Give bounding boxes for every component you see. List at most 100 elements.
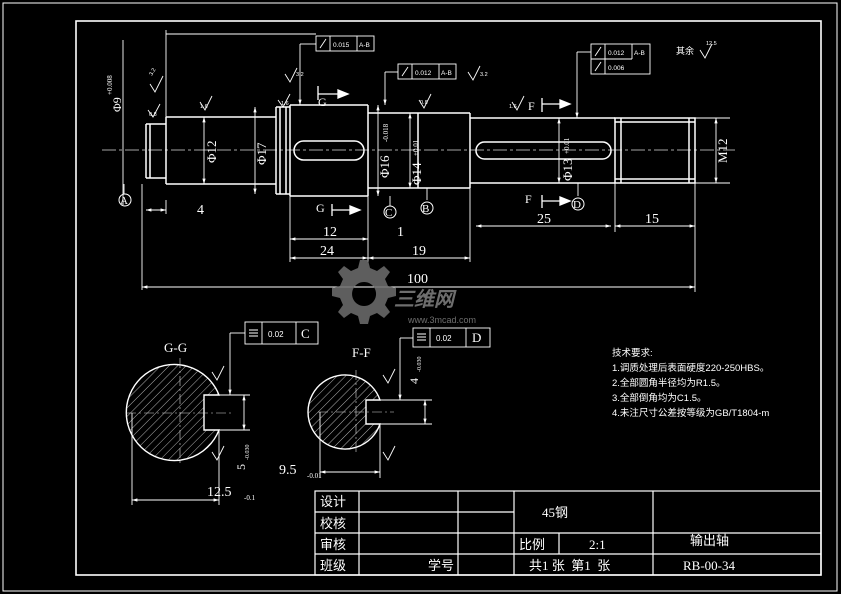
- dim-len-19: 19: [412, 244, 426, 259]
- roughness-label-1: 3.2: [149, 67, 158, 77]
- shaft-segment-d14: [368, 112, 471, 189]
- datum-a-label: A: [120, 195, 128, 207]
- datum-b-label: B: [422, 203, 429, 215]
- section-mark-f-top: F: [528, 99, 535, 113]
- dim-d16: Φ16: [377, 155, 392, 178]
- watermark-brand: 三维网: [394, 288, 457, 311]
- sec-g-width-tol: -0.1: [244, 494, 256, 502]
- shaft-segment-d9: [145, 123, 166, 179]
- frame3-value: 0.012: [608, 50, 625, 57]
- section-mark-f-bottom: F: [525, 192, 532, 206]
- title-drawing-no: RB-00-34: [683, 558, 736, 573]
- dim-len-100: 100: [407, 272, 428, 287]
- dim-d12: Φ12: [204, 140, 219, 163]
- frame-f-ref: D: [472, 330, 481, 345]
- title-class: 班级: [320, 558, 346, 573]
- section-mark-g-top: G: [318, 95, 327, 109]
- shaft-segment-d12: [165, 116, 276, 185]
- notes-item-4: 4.未注尺寸公差按等级为GB/T1804-m: [612, 407, 769, 419]
- thread-m12: [614, 117, 696, 184]
- dim-thread: M12: [715, 138, 730, 163]
- dim-d14-tol: +0.01: [412, 139, 420, 156]
- title-student-no: 学号: [428, 558, 454, 573]
- roughness-label-7: 3.2: [480, 72, 488, 78]
- section-gg-title: G-G: [164, 340, 187, 355]
- dim-len-4: 4: [197, 203, 204, 218]
- frame-g-value: 0.02: [268, 330, 284, 339]
- watermark-url: www.3mcad.com: [407, 315, 476, 325]
- section-mark-g-bottom: G: [316, 201, 325, 215]
- frame2-ref: A-B: [441, 70, 452, 77]
- dim-d9-tol: +0.008: [106, 75, 114, 95]
- shaft-segment-d17: [275, 106, 290, 195]
- sec-g-width: 12.5: [207, 485, 232, 500]
- dim-len-1: 1: [397, 225, 404, 240]
- gear-icon: [332, 260, 396, 324]
- title-design: 设计: [320, 494, 346, 509]
- title-review: 审核: [320, 537, 346, 552]
- dim-len-25: 25: [537, 212, 551, 227]
- title-scale-label: 比例: [519, 537, 545, 552]
- title-scale-value: 2:1: [589, 537, 606, 552]
- shaft-main-view: [102, 104, 735, 197]
- notes-item-3: 3.全部倒角均为C1.5。: [612, 392, 707, 404]
- datum-c-label: C: [385, 207, 392, 219]
- roughness-label-6: 0.8: [420, 100, 428, 106]
- title-material: 45钢: [542, 505, 568, 520]
- title-block: [314, 490, 822, 576]
- dim-len-12: 12: [323, 225, 337, 240]
- datum-d-label: D: [573, 199, 581, 211]
- frame-f-value: 0.02: [436, 334, 452, 343]
- roughness-label-2: 0.8: [149, 112, 157, 118]
- sec-f-key-tol: -0.030: [417, 357, 423, 373]
- sec-g-key: 5: [234, 464, 248, 470]
- frame-g-ref: C: [301, 326, 310, 341]
- sec-f-key: 4: [407, 378, 421, 384]
- dim-d16-tol: -0.018: [382, 123, 390, 142]
- roughness-label-3: 1.6: [200, 104, 208, 110]
- title-check: 校核: [320, 516, 346, 531]
- section-gg-outline: [125, 363, 221, 462]
- roughness-rest-value: 12.5: [706, 41, 717, 47]
- dim-d9: Φ9: [110, 97, 124, 112]
- section-ff-title: F-F: [352, 345, 371, 360]
- dim-len-15: 15: [645, 212, 659, 227]
- section-ff-view: [307, 337, 432, 478]
- roughness-rest-label: 其余: [676, 45, 694, 56]
- dim-d13: Φ13: [560, 158, 575, 181]
- roughness-label-4: 3.2: [296, 72, 304, 78]
- tolerance-frames: [244, 35, 651, 348]
- frame3b-value: 0.006: [608, 65, 625, 72]
- frame1-ref: A-B: [359, 42, 370, 49]
- dim-d14: Φ14: [409, 162, 424, 185]
- dim-d13-tol: +0.01: [563, 137, 571, 154]
- sec-g-key-tol: -0.030: [245, 445, 251, 461]
- tolerance-symbols: [249, 38, 602, 341]
- keyway-g: [293, 140, 365, 161]
- title-part-name: 输出轴: [690, 533, 729, 548]
- watermark: [332, 260, 396, 324]
- frame3-ref: A-B: [634, 50, 645, 57]
- roughness-label-8: 1.6: [509, 104, 517, 110]
- section-gg-view: [125, 332, 250, 505]
- notes-heading: 技术要求:: [612, 347, 653, 359]
- frame1-value: 0.015: [333, 42, 350, 49]
- shaft-segment-d16: [289, 104, 369, 197]
- shaft-segment-d13: [470, 117, 615, 184]
- dimension-lines: [122, 30, 730, 292]
- dim-d17: Φ17: [254, 142, 269, 165]
- sec-f-width: 9.5: [279, 463, 297, 478]
- keyway-f: [475, 141, 612, 160]
- section-cut-markers: [317, 86, 572, 216]
- sec-f-width-tol: -0.01: [307, 472, 322, 480]
- datum-symbols: [118, 193, 585, 219]
- title-sheets: 共1 张 第1 张: [529, 558, 610, 573]
- notes-item-2: 2.全部圆角半径均为R1.5。: [612, 377, 726, 389]
- roughness-label-5: 1.6: [281, 101, 289, 107]
- dim-len-24: 24: [320, 244, 334, 259]
- notes-item-1: 1.调质处理后表面硬度220-250HBS。: [612, 362, 769, 374]
- roughness-symbols: [147, 43, 713, 118]
- frame2-value: 0.012: [415, 70, 432, 77]
